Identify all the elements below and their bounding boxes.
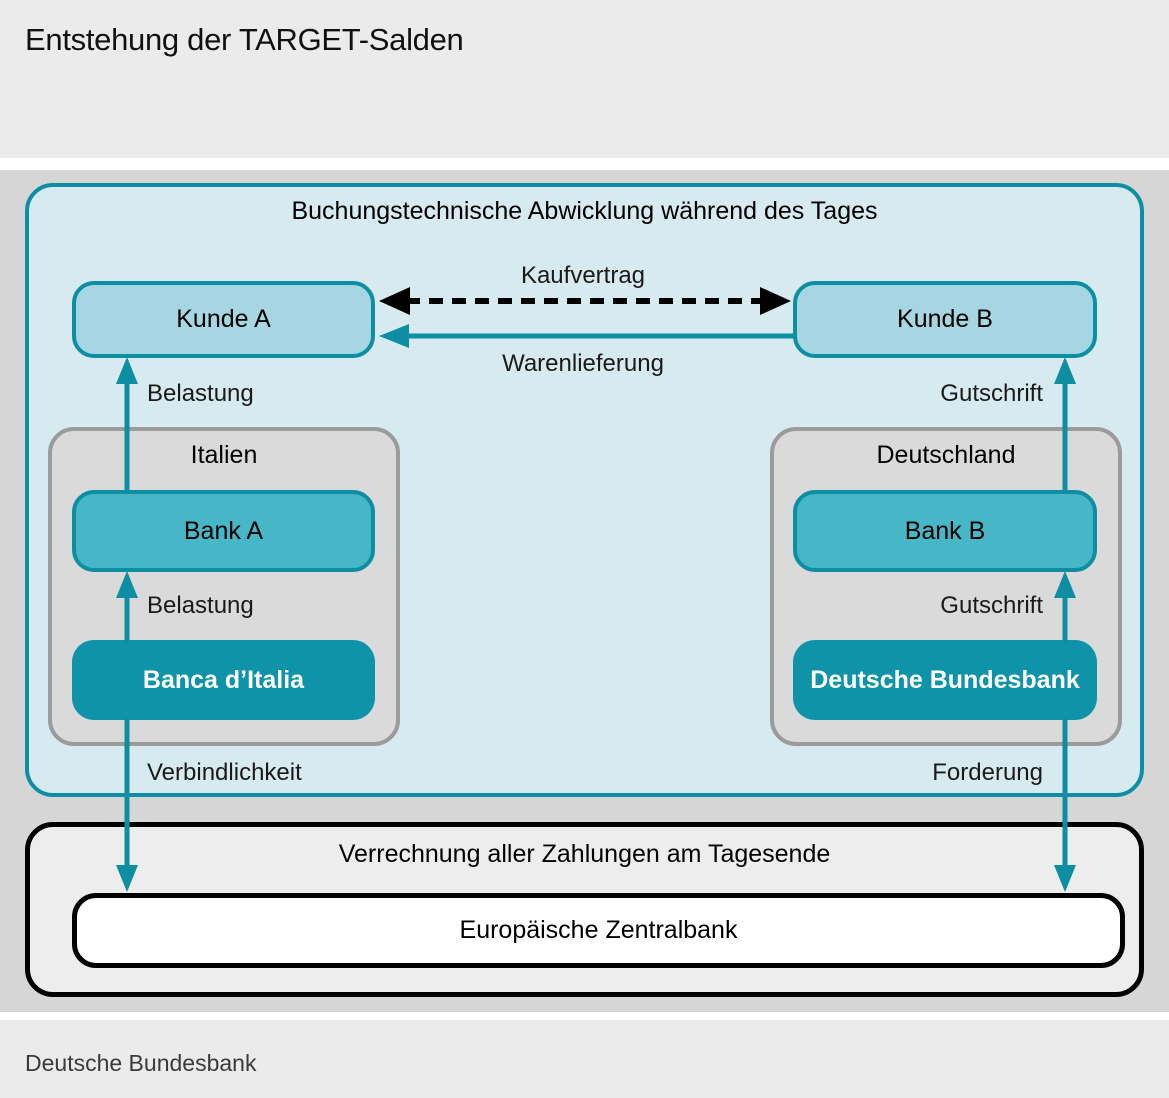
- box-deutsche-bundesbank: Deutsche Bundesbank: [793, 640, 1097, 720]
- settlement-panel-title: Verrechnung aller Zahlungen am Tagesende: [338, 840, 831, 868]
- header-band: [0, 0, 1169, 158]
- label-gutschrift-bank: Gutschrift: [940, 592, 1043, 619]
- box-kunde-b: Kunde B: [793, 281, 1097, 358]
- box-banca-ditalia: Banca d’Italia: [72, 640, 375, 720]
- group-italy-title: Italien: [190, 441, 258, 469]
- box-bank-a: Bank A: [72, 490, 375, 572]
- label-forderung: Forderung: [932, 759, 1043, 786]
- label-warenlieferung: Warenlieferung: [502, 350, 664, 377]
- label-kaufvertrag: Kaufvertrag: [520, 262, 646, 289]
- box-bank-b: Bank B: [793, 490, 1097, 572]
- box-kunde-a: Kunde A: [72, 281, 375, 358]
- group-germany-title: Deutschland: [876, 441, 1016, 469]
- page-title: Entstehung der TARGET-Salden: [25, 22, 464, 57]
- label-gutschrift-customer: Gutschrift: [940, 380, 1043, 407]
- intraday-panel-title: Buchungstechnische Abwicklung während de…: [291, 197, 878, 225]
- box-ecb: Europäische Zentralbank: [72, 893, 1125, 968]
- label-belastung-bank: Belastung: [147, 592, 254, 619]
- source-attribution: Deutsche Bundesbank: [25, 1050, 257, 1076]
- footer-band: [0, 1020, 1169, 1098]
- label-verbindlichkeit: Verbindlichkeit: [147, 759, 302, 786]
- label-belastung-customer: Belastung: [147, 380, 254, 407]
